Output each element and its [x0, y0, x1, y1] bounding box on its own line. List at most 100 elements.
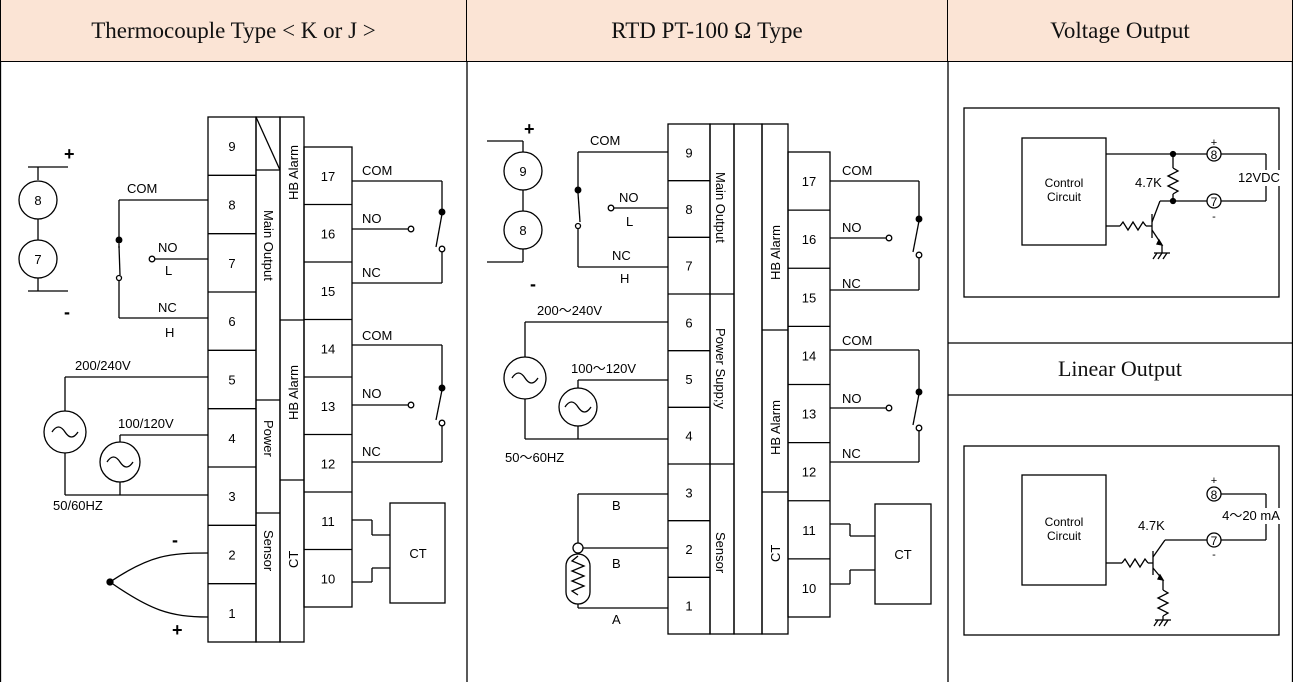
tc-terminal-15: 15: [321, 284, 335, 299]
rtd-al1-no: NO: [842, 220, 862, 235]
lo-term-8-label: 8: [1211, 488, 1218, 502]
rtd-label-hb-alarm-1: HB Alarm: [768, 225, 783, 280]
rtd-main-l: L: [626, 214, 633, 229]
rtd-minus-sign: -: [530, 274, 536, 294]
tc-terminal-13: 13: [321, 399, 335, 414]
tc-minus-sign: -: [64, 302, 70, 322]
tc-circle-7-label: 7: [34, 252, 41, 267]
rtd-sensor-b2: B: [612, 556, 621, 571]
tc-label-hb-alarm-2: HB Alarm: [286, 365, 301, 420]
rtd-terminal-1: 1: [685, 599, 692, 614]
tc-terminal-7: 7: [228, 256, 235, 271]
lo-control-circuit-box: [1021, 474, 1107, 586]
rtd-terminal-17: 17: [802, 174, 816, 189]
tc-terminal-5: 5: [228, 373, 235, 388]
tc-terminal-3: 3: [228, 489, 235, 504]
rtd-terminal-4: 4: [685, 429, 692, 444]
rtd-main-h: H: [620, 271, 629, 286]
tc-main-com: COM: [127, 181, 157, 196]
rtd-terminal-13: 13: [802, 407, 816, 422]
vo-term-7-label: 7: [1211, 195, 1218, 209]
linear-output-panel: Control Circuit 4.7K 8 7 + - 4～20 mA: [963, 445, 1280, 636]
tc-main-no: NO: [158, 240, 178, 255]
header-rtd-label: RTD PT-100 Ω Type: [611, 17, 803, 43]
rtd-label-sensor: Sensor: [713, 532, 728, 574]
tc-al1-no: NO: [362, 211, 382, 226]
tc-voltage-2: 100/120V: [118, 416, 174, 431]
tc-label-main-output: Main Output: [261, 210, 276, 281]
rtd-al2-no: NO: [842, 391, 862, 406]
tc-terminal-12: 12: [321, 456, 335, 471]
tc-terminal-9: 9: [228, 139, 235, 154]
rtd-ct-label: CT: [894, 547, 911, 562]
rtd-al1-nc: NC: [842, 276, 861, 291]
header-thermocouple: Thermocouple Type < K or J >: [0, 0, 467, 62]
rtd-terminal-15: 15: [802, 290, 816, 305]
tc-terminal-14: 14: [321, 341, 335, 356]
lo-plus: +: [1211, 475, 1217, 487]
tc-terminal-1: 1: [228, 606, 235, 621]
vo-term-8-label: 8: [1211, 148, 1218, 162]
rtd-terminal-8: 8: [685, 202, 692, 217]
rtd-al2-com: COM: [842, 333, 872, 348]
rtd-terminal-16: 16: [802, 232, 816, 247]
voltage-output-panel: Control Circuit 4.7K 8 7 + - 12VDC: [963, 107, 1280, 298]
vo-control-circuit-box: [1021, 137, 1107, 246]
rtd-terminal-10: 10: [802, 581, 816, 596]
rtd-main-no: NO: [619, 190, 639, 205]
tc-main-h: H: [165, 325, 174, 340]
rtd-terminal-7: 7: [685, 259, 692, 274]
rtd-main-nc: NC: [612, 248, 631, 263]
vo-minus: -: [1212, 211, 1216, 223]
tc-al2-no: NO: [362, 386, 382, 401]
header-rtd: RTD PT-100 Ω Type: [467, 0, 948, 62]
rtd-frequency: 50～60HZ: [505, 450, 564, 465]
tc-circle-8-label: 8: [34, 193, 41, 208]
tc-plus-sign: +: [64, 144, 75, 164]
lo-resistor-label: 4.7K: [1138, 518, 1165, 533]
rtd-label-power: Power Supp;y: [713, 328, 728, 409]
rtd-ct-box: [874, 503, 932, 605]
tc-main-nc: NC: [158, 300, 177, 315]
vo-plus: +: [1211, 137, 1217, 149]
rtd-plus-sign: +: [524, 119, 535, 139]
lo-control-line2: Circuit: [1047, 529, 1082, 543]
tc-terminal-6: 6: [228, 314, 235, 329]
vo-control-line2: Circuit: [1047, 190, 1082, 204]
rtd-label-hb-alarm-2: HB Alarm: [768, 400, 783, 455]
lo-range-label: 4～20 mA: [1222, 508, 1280, 523]
rtd-terminal-14: 14: [802, 348, 816, 363]
rtd-label-main-output: Main Output: [713, 172, 728, 243]
tc-terminal-10: 10: [321, 571, 335, 586]
rtd-terminal-9: 9: [685, 145, 692, 160]
rtd-sensor-a: A: [612, 612, 621, 627]
lo-control-line1: Control: [1045, 515, 1084, 529]
tc-al1-nc: NC: [362, 265, 381, 280]
rtd-terminal-2: 2: [685, 542, 692, 557]
vo-control-line1: Control: [1045, 176, 1084, 190]
tc-sensor-plus: +: [172, 620, 183, 640]
tc-al2-nc: NC: [362, 444, 381, 459]
tc-terminal-8: 8: [228, 198, 235, 213]
tc-terminal-16: 16: [321, 226, 335, 241]
tc-al2-com: COM: [362, 328, 392, 343]
lo-minus: -: [1212, 549, 1216, 561]
tc-label-power: Power: [261, 420, 276, 458]
header-linear-output: Linear Output: [1058, 356, 1182, 381]
rtd-circle-9-label: 9: [519, 164, 526, 179]
rtd-voltage-1: 200～240V: [537, 303, 602, 318]
rtd-label-ct: CT: [768, 545, 783, 562]
rtd-terminal-6: 6: [685, 315, 692, 330]
rtd-terminal-12: 12: [802, 465, 816, 480]
lo-term-7-label: 7: [1211, 534, 1218, 548]
tc-terminal-4: 4: [228, 431, 235, 446]
rtd-sensor-b1: B: [612, 498, 621, 513]
vo-frame: [963, 107, 1280, 298]
tc-label-hb-alarm-1: HB Alarm: [286, 145, 301, 200]
tc-label-ct: CT: [286, 551, 301, 568]
header-thermocouple-label: Thermocouple Type < K or J >: [91, 17, 376, 43]
rtd-terminal-3: 3: [685, 485, 692, 500]
